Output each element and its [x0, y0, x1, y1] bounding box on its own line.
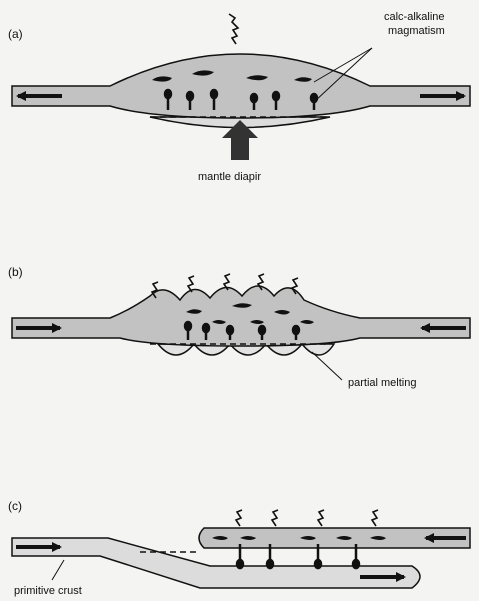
panel-c: (c) — [8, 499, 470, 597]
crust-body-b — [12, 286, 470, 346]
panel-a-label: (a) — [8, 27, 23, 41]
leader-primitive-crust — [52, 560, 64, 580]
panel-b-label: (b) — [8, 265, 23, 279]
leader-partial-melting — [312, 352, 342, 380]
calc-alkaline-label: calc-alkaline — [384, 11, 445, 23]
eruption-a — [229, 14, 238, 44]
panel-c-label: (c) — [8, 499, 22, 513]
mantle-diapir-label: mantle diapir — [198, 171, 261, 183]
magmatism-label: magmatism — [388, 25, 445, 37]
panel-a: (a) calc-alkaline — [8, 11, 470, 183]
partial-melting-label: partial melting — [348, 377, 416, 389]
primitive-crust-label: primitive crust — [14, 585, 82, 597]
crust-body-a — [12, 54, 470, 118]
eruptions-c — [236, 510, 378, 526]
panel-b: (b) — [8, 265, 470, 389]
